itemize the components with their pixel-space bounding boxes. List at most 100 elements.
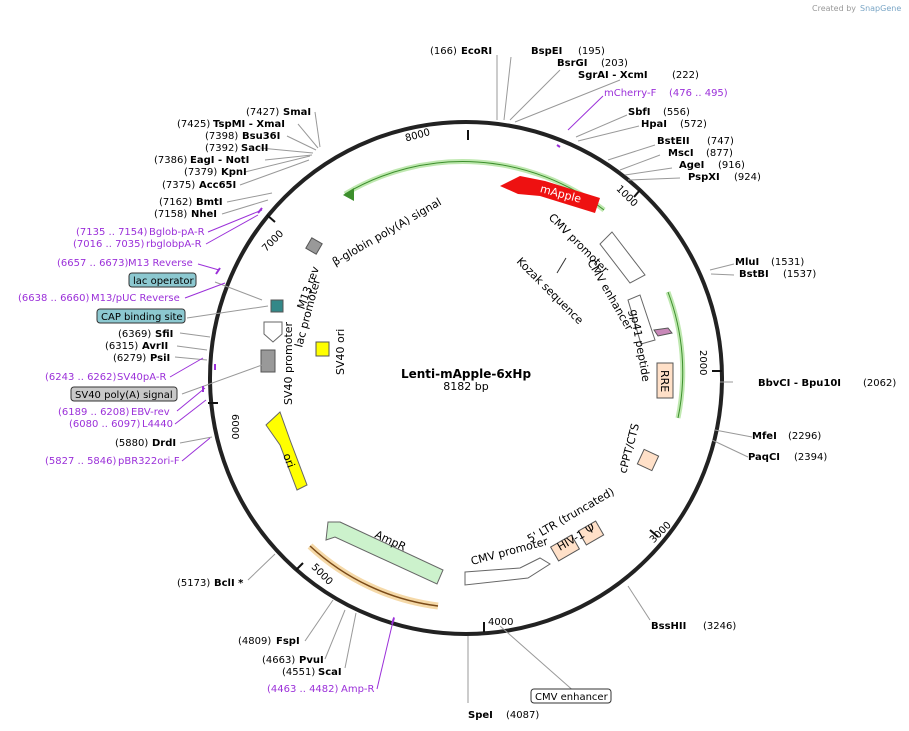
site-pos-mlui: (1531): [771, 257, 804, 268]
site-drdi: DrdI: [152, 438, 176, 449]
site-pos-acc65i: (7375): [162, 180, 195, 191]
site-pos-msci: (877): [706, 148, 733, 159]
mapple-arrow: [500, 176, 600, 213]
connector-lines: [174, 55, 753, 703]
primer-range-mcherry-f: (476 .. 495): [669, 88, 728, 99]
tick-marks: [208, 130, 722, 632]
lac-operator-box: [128, 272, 197, 288]
primer-bglob: Bglob-pA-R: [149, 227, 205, 238]
primer-range-ebv: (6189 .. 6208): [58, 407, 130, 418]
site-acc65i: Acc65I: [199, 180, 236, 191]
ori-arrow: [265, 411, 308, 491]
site-pos-smai: (7427): [246, 107, 279, 118]
gp41-feature: [653, 327, 673, 337]
primer-range-l4440: (6080 .. 6097): [69, 419, 141, 430]
site-bsrgi: BsrGI: [557, 58, 587, 69]
site-pos-psii: (6279): [113, 353, 146, 364]
primer-range-m13puc: (6638 .. 6660): [18, 293, 90, 304]
site-bbvci: BbvCI - Bpu10I: [758, 378, 841, 389]
sv40-ori-box: [315, 341, 330, 357]
plasmid-size: 8182 bp: [443, 380, 488, 393]
site-sbfi: SbfI: [628, 107, 650, 118]
site-agei: AgeI: [679, 160, 704, 171]
snapgene-brand: SnapGene: [860, 4, 901, 13]
site-pos-drdi: (5880): [115, 438, 148, 449]
primer-rbglob: rbglobpA-R: [146, 239, 202, 250]
site-pos-kpni: (7379): [184, 167, 217, 178]
cmv-enhancer-top-box: [627, 294, 656, 345]
rre-label: RRE: [658, 370, 671, 392]
primer-range-m13rev: (6657 .. 6673): [57, 258, 129, 269]
site-pos-nhei: (7158): [154, 209, 187, 220]
site-mfei: MfeI: [752, 431, 777, 442]
tick-2000: 2000: [697, 350, 708, 375]
primer-range-ampr: (4463 .. 4482): [267, 684, 339, 695]
cmv-promoter-top-arrow: [599, 231, 646, 284]
sv40-ori-label: SV40 ori: [334, 329, 347, 375]
primer-range-rbglob: (7016 .. 7035): [73, 239, 145, 250]
plasmid-name: Lenti-mApple-6xHp: [401, 367, 531, 381]
site-bsshii: BssHII: [651, 621, 686, 632]
primer-labels: mCherry-F(476 .. 495) (7135 .. 7154)Bglo…: [18, 88, 728, 695]
site-psii: PsiI: [150, 353, 170, 364]
credit-text: Created by: [812, 4, 856, 13]
site-sacii: SacII: [241, 143, 268, 154]
site-bspei: BspEI: [531, 46, 562, 57]
site-kpni: KpnI: [221, 167, 247, 178]
boxed-labels: lac operator CAP binding site SV40 poly(…: [70, 272, 612, 704]
site-sfii: SfiI: [155, 329, 173, 340]
site-smai: SmaI: [283, 107, 311, 118]
tick-7000: 7000: [260, 228, 286, 254]
cmv-promoter-bottom-arrow: [464, 557, 551, 586]
cmv-enhancer-bottom-box: [530, 688, 612, 704]
primer-sv40pa: SV40pA-R: [117, 372, 166, 383]
primer-range-sv40pa: (6243 .. 6262): [45, 372, 117, 383]
m13-rev-box: [270, 299, 284, 313]
green-arc-right: [665, 291, 686, 419]
site-pos-fspi: (4809): [238, 636, 271, 647]
site-ecori: EcoRI: [461, 46, 492, 57]
primer-ebv: EBV-rev: [131, 407, 170, 418]
cppt-label: cPPT/CTS: [616, 422, 642, 475]
site-pos-bsrgi: (203): [601, 58, 628, 69]
primer-m13rev: M13 Reverse: [128, 258, 193, 269]
site-pos-ecori: (166): [430, 46, 457, 57]
site-pos-pspxi: (924): [734, 172, 761, 183]
gp41-label: gp41 peptide: [627, 308, 653, 383]
green-arc-top-arrow: [343, 188, 354, 201]
site-msci: MscI: [668, 148, 694, 159]
site-pos-bbvci: (2062): [863, 378, 896, 389]
cap-binding-box: [96, 308, 186, 324]
site-nhei: NheI: [191, 209, 217, 220]
site-pos-tspmi: (7425): [177, 119, 210, 130]
site-mlui: MluI: [735, 257, 759, 268]
site-bcli: BclI *: [214, 578, 244, 589]
backbone-circle: [208, 120, 724, 636]
sv40-promoter-box: [260, 349, 276, 373]
site-hpai: HpaI: [641, 119, 667, 130]
site-paqci: PaqCI: [748, 452, 780, 463]
primer-lines: [169, 95, 604, 690]
site-pos-scai: (4551): [282, 667, 315, 678]
ampr-arrow: [325, 521, 444, 585]
primer-range-bglob: (7135 .. 7154): [76, 227, 148, 238]
primer-ampr: Amp-R: [341, 684, 375, 695]
hiv-psi-box: [577, 520, 605, 546]
site-bsteii: BstEII: [657, 136, 690, 147]
site-pos-mfei: (2296): [788, 431, 821, 442]
site-pos-sbfi: (556): [663, 107, 690, 118]
site-pos-bcli: (5173): [177, 578, 210, 589]
site-pos-paqci: (2394): [794, 452, 827, 463]
site-pos-avrii: (6315): [105, 341, 138, 352]
site-fspi: FspI: [276, 636, 300, 647]
site-pos-bstbi: (1537): [783, 269, 816, 280]
kozak-label: Kozak sequence: [514, 255, 586, 327]
bglobin-label: β-globin poly(A) signal: [330, 195, 444, 268]
site-labels: (166)EcoRI BspEI(195) BsrGI(203) SgrAI -…: [105, 46, 896, 721]
site-pos-sgrai: (222): [672, 70, 699, 81]
lac-promoter-arrow: [263, 321, 283, 343]
site-pos-spei: (4087): [506, 710, 539, 721]
site-avrii: AvrII: [142, 341, 168, 352]
